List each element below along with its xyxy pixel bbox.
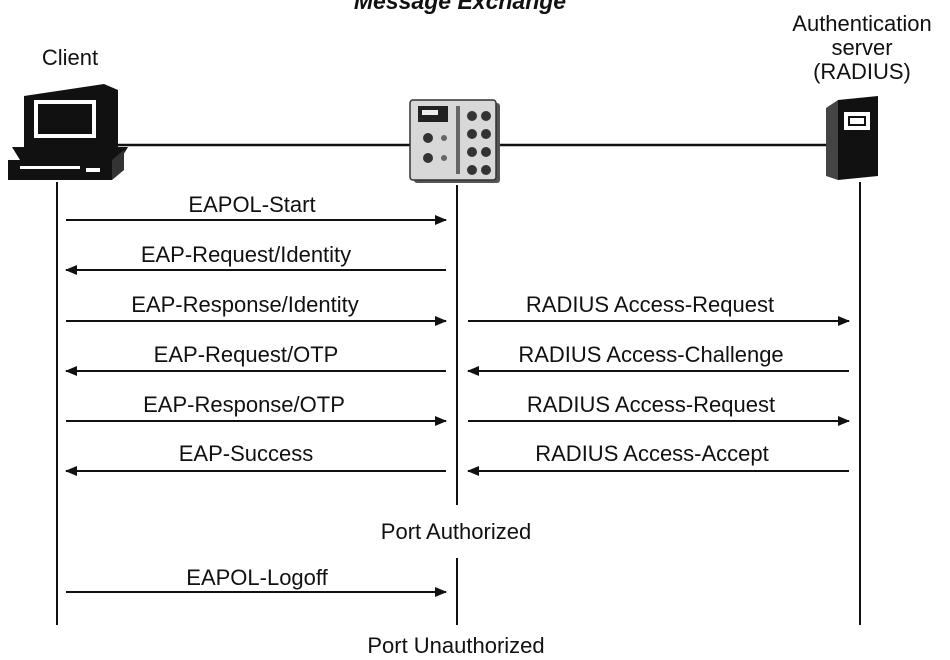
message-label-radius-access-accept: RADIUS Access-Accept xyxy=(535,441,769,466)
message-label-eap-success: EAP-Success xyxy=(178,441,314,466)
server-label-line: (RADIUS) xyxy=(813,59,911,84)
message-label-eapol-start: EAPOL-Start xyxy=(188,192,316,217)
radius-server-icon xyxy=(826,96,878,180)
computer-icon xyxy=(8,84,128,180)
port-unauthorized-status: Port Unauthorized xyxy=(367,633,545,658)
message-label-eap-request-identity: EAP-Request/Identity xyxy=(140,242,352,267)
switch-device-icon xyxy=(409,99,500,183)
server-label-line: Authentication xyxy=(792,11,932,36)
message-label-radius-access-challenge: RADIUS Access-Challenge xyxy=(518,342,784,367)
message-label-eapol-logoff: EAPOL-Logoff xyxy=(186,565,328,590)
port-authorized-status: Port Authorized xyxy=(380,519,532,544)
server-label: Authentication server (RADIUS) xyxy=(792,12,931,84)
message-label-eap-request-otp: EAP-Request/OTP xyxy=(153,342,339,367)
message-arrows xyxy=(65,215,850,597)
message-label-radius-access-request: RADIUS Access-Request xyxy=(526,392,776,417)
diagram-title: Message Exchange xyxy=(353,0,567,14)
message-label-eap-response-otp: EAP-Response/OTP xyxy=(143,392,345,417)
server-label-line: server xyxy=(831,35,893,60)
message-label-radius-access-request: RADIUS Access-Request xyxy=(525,292,775,317)
client-label: Client xyxy=(41,45,99,70)
message-label-eap-response-identity: EAP-Response/Identity xyxy=(131,292,359,317)
